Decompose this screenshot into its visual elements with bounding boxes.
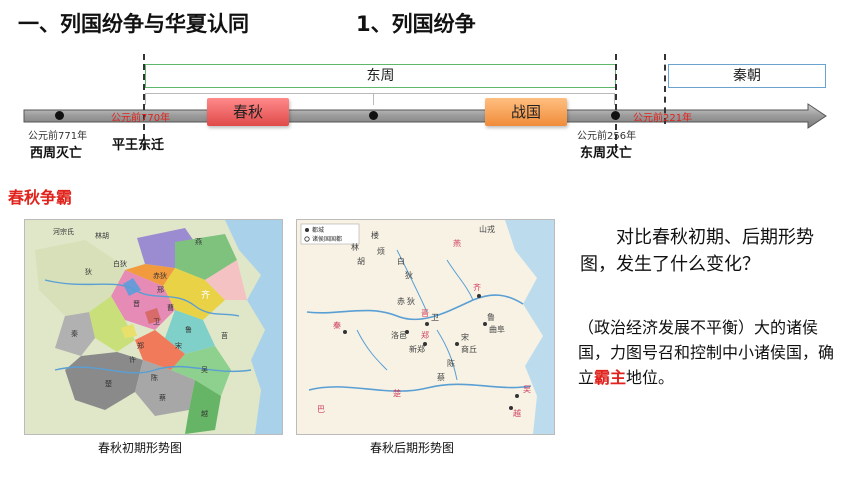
svg-text:越: 越 bbox=[513, 408, 521, 418]
svg-text:狄: 狄 bbox=[405, 270, 413, 280]
answer-highlight-bazhu: 霸主 bbox=[594, 368, 627, 387]
map-early-image: 河宗氏 林胡 燕 齐 晋 鲁 宋 卫 郑 秦 楚 吴 越 陈 蔡 狄 白狄 赤狄… bbox=[25, 220, 282, 434]
divider-256bc bbox=[615, 54, 617, 150]
answer-part1: （政治经济发展不平衡）大的诸侯国，力图号召和控制中小诸侯国，确立 bbox=[578, 318, 835, 387]
svg-text:鲁: 鲁 bbox=[487, 312, 495, 322]
timeline-point-256bc bbox=[611, 111, 620, 120]
timeline-point-771bc bbox=[55, 111, 64, 120]
svg-text:越: 越 bbox=[201, 409, 208, 418]
svg-text:曹: 曹 bbox=[167, 303, 174, 312]
slide-title: 一、列国纷争与华夏认同 bbox=[18, 12, 249, 36]
divider-221bc bbox=[664, 54, 666, 124]
svg-text:白: 白 bbox=[397, 256, 405, 266]
svg-text:郑: 郑 bbox=[421, 330, 429, 340]
svg-text:燕: 燕 bbox=[195, 237, 202, 246]
svg-text:蔡: 蔡 bbox=[159, 393, 166, 402]
svg-text:都城: 都城 bbox=[312, 226, 324, 234]
year-771bc: 公元前771年 bbox=[28, 131, 88, 142]
year-770bc: 公元前770年 bbox=[111, 113, 171, 124]
question-text: 对比春秋初期、后期形势图，发生了什么变化？ bbox=[580, 227, 814, 275]
map-early-caption: 春秋初期形势图 bbox=[98, 441, 183, 455]
svg-text:楚: 楚 bbox=[393, 388, 401, 398]
period-bracket bbox=[145, 93, 615, 105]
svg-text:洛邑: 洛邑 bbox=[391, 330, 407, 340]
svg-text:陈: 陈 bbox=[447, 358, 455, 368]
svg-text:林: 林 bbox=[351, 242, 359, 252]
zhanguo-period-label: 战国 bbox=[485, 98, 567, 126]
svg-text:楼: 楼 bbox=[371, 230, 379, 240]
svg-text:秦: 秦 bbox=[333, 320, 341, 330]
svg-text:曲阜: 曲阜 bbox=[489, 324, 505, 334]
event-xizhou-fall: 西周灭亡 bbox=[30, 146, 83, 161]
svg-text:晋: 晋 bbox=[421, 309, 429, 318]
section-title: 春秋争霸 bbox=[8, 188, 73, 207]
map-early-spring-autumn: 河宗氏 林胡 燕 齐 晋 鲁 宋 卫 郑 秦 楚 吴 越 陈 蔡 狄 白狄 赤狄… bbox=[24, 219, 283, 435]
map-late-caption: 春秋后期形势图 bbox=[370, 441, 455, 455]
svg-text:商丘: 商丘 bbox=[461, 344, 477, 354]
svg-text:巴: 巴 bbox=[317, 405, 325, 414]
svg-text:卫: 卫 bbox=[431, 313, 439, 322]
svg-text:赤狄: 赤狄 bbox=[153, 271, 167, 280]
period-bracket-divider bbox=[373, 93, 374, 105]
year-256bc: 公元前256年 bbox=[577, 131, 637, 142]
event-dongzhou-fall: 东周灭亡 bbox=[580, 146, 633, 161]
svg-text:烦: 烦 bbox=[377, 247, 385, 256]
svg-text:吴: 吴 bbox=[523, 385, 531, 394]
svg-text:林胡: 林胡 bbox=[95, 231, 109, 240]
svg-text:胡: 胡 bbox=[357, 256, 365, 266]
svg-text:许: 许 bbox=[129, 355, 136, 364]
year-221bc: 公元前221年 bbox=[633, 113, 693, 124]
svg-text:宋: 宋 bbox=[175, 341, 182, 350]
svg-text:邢: 邢 bbox=[157, 286, 164, 294]
svg-text:齐: 齐 bbox=[201, 289, 210, 301]
event-pingwang-move-east: 平王东迁 bbox=[112, 138, 165, 153]
svg-text:郑: 郑 bbox=[137, 342, 144, 350]
map-late-image: 都城 诸侯国国都 山戎 林 胡 楼 烦 燕 白 狄 赤 狄 晋 bbox=[297, 220, 554, 434]
dongzhou-box: 东周 bbox=[145, 64, 616, 88]
svg-text:晋: 晋 bbox=[133, 300, 140, 308]
answer-part2: 地位。 bbox=[626, 368, 675, 387]
svg-text:宋: 宋 bbox=[461, 332, 469, 342]
svg-text:卫: 卫 bbox=[153, 318, 160, 326]
timeline-point-midpoint bbox=[369, 111, 378, 120]
svg-text:楚: 楚 bbox=[105, 379, 112, 388]
svg-text:河宗氏: 河宗氏 bbox=[53, 227, 74, 236]
svg-text:诸侯国国都: 诸侯国国都 bbox=[312, 235, 342, 243]
svg-text:山戎: 山戎 bbox=[479, 224, 495, 234]
svg-text:秦: 秦 bbox=[71, 329, 78, 338]
svg-text:狄: 狄 bbox=[407, 296, 415, 306]
svg-text:吴: 吴 bbox=[201, 366, 208, 374]
svg-text:新郑: 新郑 bbox=[409, 344, 425, 354]
svg-text:燕: 燕 bbox=[453, 238, 461, 248]
svg-text:赤: 赤 bbox=[397, 297, 405, 306]
map-late-spring-autumn: 都城 诸侯国国都 山戎 林 胡 楼 烦 燕 白 狄 赤 狄 晋 bbox=[296, 219, 555, 435]
answer-text: （政治经济发展不平衡）大的诸侯国，力图号召和控制中小诸侯国，确立霸主地位。 bbox=[578, 315, 840, 390]
svg-text:陈: 陈 bbox=[151, 373, 158, 382]
divider-770bc bbox=[143, 54, 145, 150]
svg-text:齐: 齐 bbox=[473, 282, 481, 292]
svg-text:狄: 狄 bbox=[85, 267, 92, 276]
svg-text:白狄: 白狄 bbox=[113, 259, 127, 268]
svg-text:鲁: 鲁 bbox=[185, 325, 192, 334]
chunqiu-period-label: 春秋 bbox=[207, 98, 289, 126]
svg-text:莒: 莒 bbox=[221, 331, 228, 340]
svg-text:蔡: 蔡 bbox=[437, 372, 445, 382]
qin-box: 秦朝 bbox=[668, 64, 826, 88]
slide-subtitle: 1、列国纷争 bbox=[356, 12, 476, 36]
